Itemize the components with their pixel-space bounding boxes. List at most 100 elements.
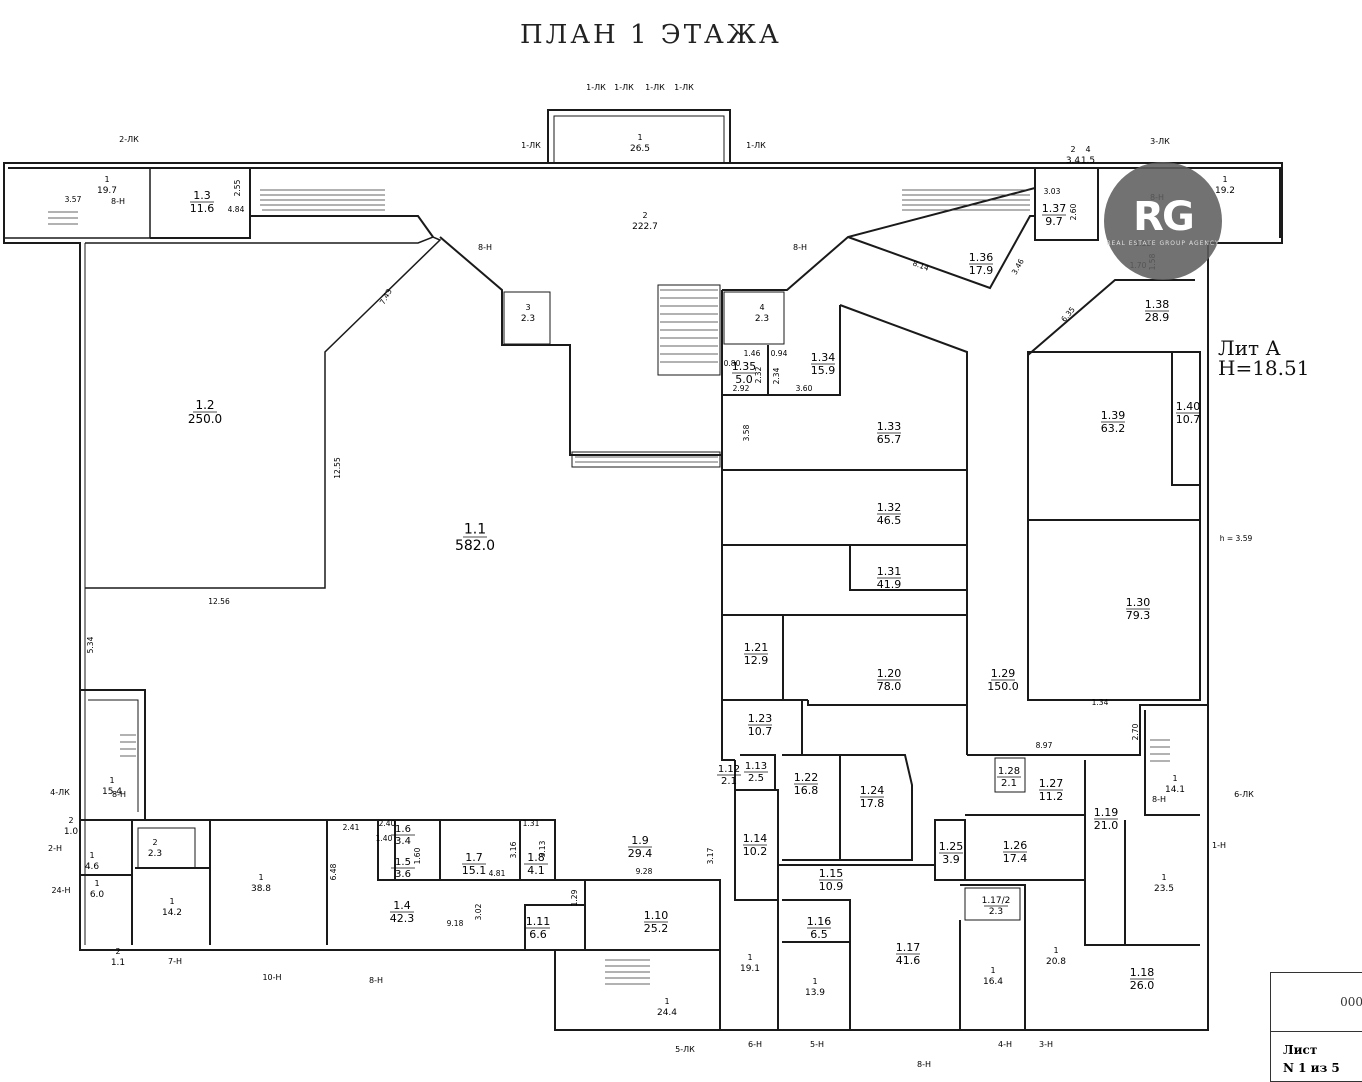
dimension-text: 1.40 <box>376 834 393 843</box>
plan-title: ПЛАН 1 ЭТАЖА <box>520 20 782 50</box>
room-number: 1.4 <box>393 899 411 912</box>
room-number: 1.17/2 <box>982 896 1011 906</box>
dimension-text: 3.03 <box>1044 187 1061 196</box>
lit-block: Лит А H=18.51 <box>1218 338 1309 378</box>
stair-room-area: 38.8 <box>251 884 271 894</box>
room-area: 28.9 <box>1145 311 1170 324</box>
room-number: 1.38 <box>1145 298 1170 311</box>
room-number: 1.31 <box>877 565 902 578</box>
stair-room-number: 2 <box>152 838 157 847</box>
room-number: 1.36 <box>969 251 994 264</box>
axis-label: 8-Н <box>917 1060 931 1069</box>
room-number: 1.14 <box>743 832 768 845</box>
sheet-code: 000 <box>1340 995 1362 1009</box>
axis-label: 8-Н <box>793 243 807 252</box>
axis-label: 8-Н <box>112 790 126 799</box>
axis-label: 8-Н <box>1152 795 1166 804</box>
room-number: 1.13 <box>745 761 767 772</box>
room-number: 1.39 <box>1101 409 1126 422</box>
title-block: 000 Лист N 1 из 5 <box>1270 972 1362 1082</box>
room-number: 1.12 <box>718 764 740 775</box>
room-area: 3.4 <box>395 836 411 847</box>
sheet-label: Лист <box>1283 1043 1318 1057</box>
room-area: 15.1 <box>462 864 487 877</box>
room-number: 1.11 <box>526 915 551 928</box>
room-area: 2.3 <box>989 907 1003 917</box>
axis-label: 1-ЛК <box>746 141 766 150</box>
stair-room-number: 1 <box>258 873 263 882</box>
dimension-text: 6.48 <box>329 863 338 880</box>
dimension-text: 3.13 <box>538 840 547 857</box>
lit-letter: Лит А <box>1218 336 1281 360</box>
stair-room-area: 15.4 <box>102 787 122 797</box>
dimension-text: 5.34 <box>86 636 95 653</box>
axis-label: 1-ЛК <box>521 141 541 150</box>
room-area: 65.7 <box>877 433 902 446</box>
room-number: 1.20 <box>877 667 902 680</box>
room-area: 10.9 <box>819 880 844 893</box>
room-number: 1.2 <box>195 398 214 412</box>
axis-label: 3-Н <box>1039 1040 1053 1049</box>
axis-label: 3-ЛК <box>1150 137 1170 146</box>
stair-room-number: 1 <box>1172 774 1177 783</box>
room-number: 1.15 <box>819 867 844 880</box>
stair-room-area: 23.5 <box>1154 884 1174 894</box>
stair-room-area: 13.9 <box>805 988 825 998</box>
room-number: 1.1 <box>464 522 486 538</box>
dimension-text: 1.46 <box>744 349 761 358</box>
dimension-text: 1.29 <box>570 889 579 906</box>
axis-label: 1-ЛК <box>645 83 665 92</box>
stair-room-area: 4.6 <box>85 862 100 872</box>
stair-room-area: 3.4 <box>1066 156 1081 166</box>
room-number: 1.8 <box>527 851 545 864</box>
stair-room-area: 20.8 <box>1046 957 1066 967</box>
room-number: 1.32 <box>877 501 902 514</box>
room-area: 15.9 <box>811 364 836 377</box>
dimension-text: 8.97 <box>1036 741 1053 750</box>
stair-room-number: 4 <box>759 303 764 312</box>
room-number: 1.21 <box>744 641 769 654</box>
axis-label: 10-Н <box>262 973 281 982</box>
axis-label: 24-Н <box>51 886 70 895</box>
logo-mark: RG <box>1133 194 1195 240</box>
room-area: 10.2 <box>743 845 768 858</box>
room-area: 2.1 <box>721 776 737 787</box>
stair-room-number: 1 <box>104 175 109 184</box>
room-area: 250.0 <box>188 412 222 426</box>
stair-room-number: 1 <box>169 897 174 906</box>
stair-room-area: 19.1 <box>740 964 760 974</box>
dimension-text: 3.17 <box>706 847 715 864</box>
room-area: 26.0 <box>1130 979 1155 992</box>
stair-room-number: 4 <box>1085 145 1090 154</box>
axis-label: 2-ЛК <box>119 135 139 144</box>
axis-label: 2-Н <box>48 844 62 853</box>
room-number: 1.28 <box>998 766 1020 777</box>
stair-room-number: 1 <box>109 776 114 785</box>
dimension-text: 4.84 <box>228 205 245 214</box>
axis-label: 5-ЛК <box>675 1045 695 1054</box>
room-number: 1.33 <box>877 420 902 433</box>
stair-room-area: 2.3 <box>755 314 769 324</box>
axis-label: 1-ЛК <box>614 83 634 92</box>
room-number: 1.5 <box>395 857 411 868</box>
room-area: 41.6 <box>896 954 921 967</box>
stair-room-area: 1.1 <box>111 958 125 968</box>
room-area: 79.3 <box>1126 609 1151 622</box>
room-area: 4.1 <box>527 864 545 877</box>
stair-room-number: 1 <box>94 879 99 888</box>
lit-height: H=18.51 <box>1218 356 1310 380</box>
room-number: 1.19 <box>1094 806 1119 819</box>
dimension-text: 2.41 <box>343 823 360 832</box>
stair-room-number: 1 <box>812 977 817 986</box>
axis-label: 8-Н <box>478 243 492 252</box>
stair-room-area: 2.3 <box>148 849 162 859</box>
sheet-number: N 1 из 5 <box>1283 1061 1340 1075</box>
dimension-text: 0.80 <box>724 359 741 368</box>
stair-treads <box>48 189 1170 985</box>
room-area: 16.8 <box>794 784 819 797</box>
room-area: 10.7 <box>748 725 773 738</box>
room-area: 6.6 <box>529 928 547 941</box>
stair-room-number: 2 <box>115 947 120 956</box>
room-area: 17.9 <box>969 264 994 277</box>
